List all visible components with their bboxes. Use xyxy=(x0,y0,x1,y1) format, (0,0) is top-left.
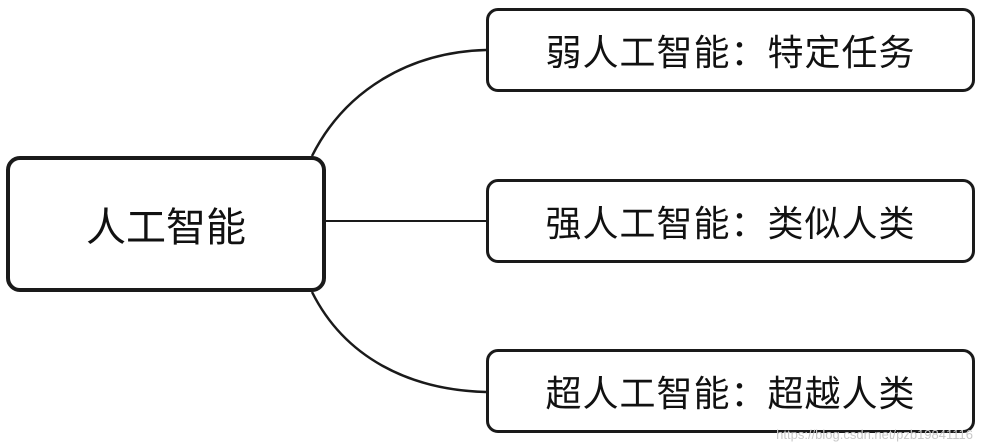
branch-node-weak-ai: 弱人工智能：特定任务 xyxy=(486,8,975,92)
connector-top xyxy=(310,48,487,157)
connector-bottom xyxy=(310,291,487,394)
branch-node-label: 超人工智能：超越人类 xyxy=(545,374,916,415)
branch-node-label: 弱人工智能：特定任务 xyxy=(545,33,916,74)
branch-node-label: 强人工智能：类似人类 xyxy=(545,204,916,245)
branch-node-strong-ai: 强人工智能：类似人类 xyxy=(486,179,975,263)
root-node-label: 人工智能 xyxy=(86,205,246,251)
branch-node-super-ai: 超人工智能：超越人类 xyxy=(486,349,975,433)
watermark-text: https://blog.csdn.net/pzb19841116 xyxy=(776,427,973,442)
root-node: 人工智能 xyxy=(6,156,326,292)
